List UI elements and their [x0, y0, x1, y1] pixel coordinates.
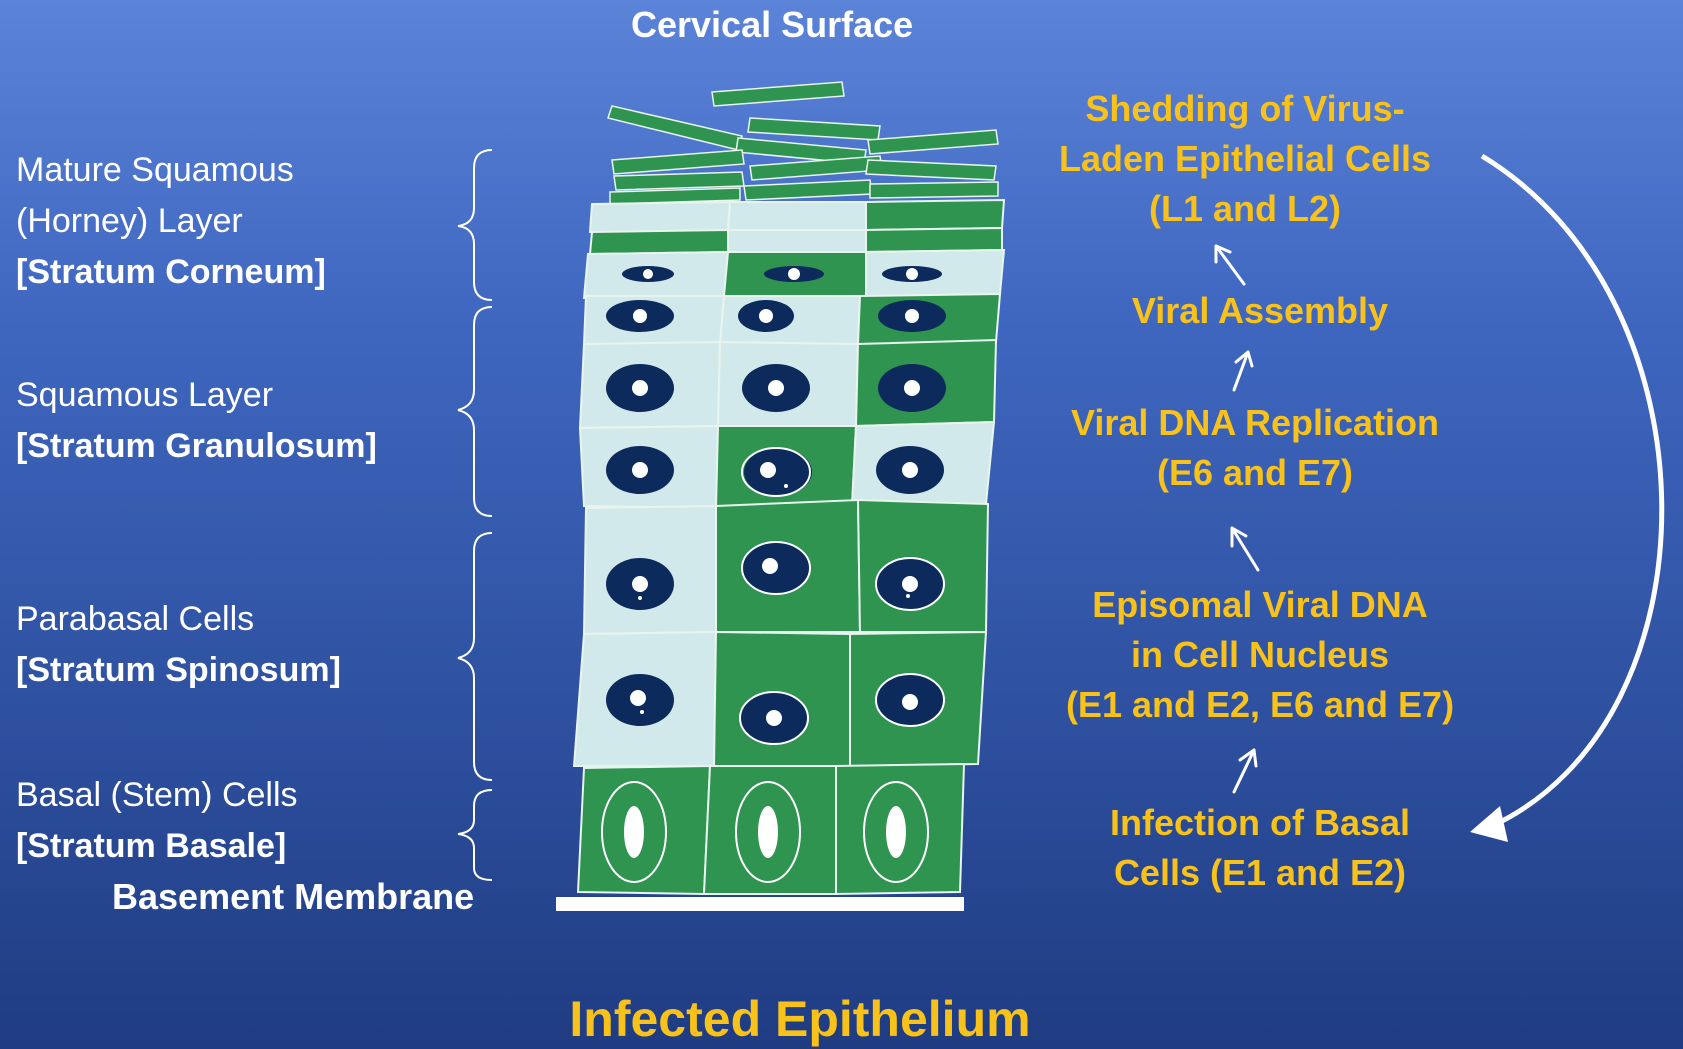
- layer-line: Squamous Layer: [16, 370, 377, 421]
- stage-line: (E6 and E7): [1000, 448, 1510, 498]
- stage-line: (L1 and L2): [1000, 184, 1490, 234]
- arrow-up-icon: [1216, 246, 1244, 284]
- stratum-name: [Stratum Basale]: [16, 821, 298, 872]
- stage-episomal: Episomal Viral DNA in Cell Nucleus (E1 a…: [1000, 580, 1520, 730]
- stage-line: in Cell Nucleus: [1000, 630, 1520, 680]
- arrow-up-icon: [1234, 352, 1252, 390]
- arrow-up-icon: [1234, 750, 1256, 792]
- brace-basale: [458, 790, 492, 880]
- layer-line: Basal (Stem) Cells: [16, 770, 298, 821]
- brace-spinosum: [458, 533, 492, 780]
- stage-line: Episomal Viral DNA: [1000, 580, 1520, 630]
- brace-corneum: [458, 150, 492, 300]
- stratum-name: [Stratum Granulosum]: [16, 421, 377, 472]
- stage-line: Viral DNA Replication: [1000, 398, 1510, 448]
- corneum-flat-cells: [590, 200, 1004, 254]
- layer-braces: [458, 150, 492, 880]
- brace-granulosum: [458, 307, 492, 516]
- stage-line: (E1 and E2, E6 and E7): [1000, 680, 1520, 730]
- stage-line: Viral Assembly: [1010, 286, 1510, 336]
- layer-line: Mature Squamous: [16, 145, 326, 196]
- stage-infection: Infection of Basal Cells (E1 and E2): [1010, 798, 1510, 898]
- arrow-up-icon: [1232, 528, 1258, 570]
- cervical-surface-label: Cervical Surface: [631, 4, 913, 46]
- layer-label-corneum: Mature Squamous (Horney) Layer [Stratum …: [16, 145, 326, 298]
- basement-membrane: [556, 897, 964, 911]
- layer-label-basale: Basal (Stem) Cells [Stratum Basale]: [16, 770, 298, 872]
- stage-assembly: Viral Assembly: [1010, 286, 1510, 336]
- layer-label-spinosum: Parabasal Cells [Stratum Spinosum]: [16, 594, 341, 696]
- stratum-name: [Stratum Corneum]: [16, 247, 326, 298]
- diagram-title: Infected Epithelium: [540, 990, 1060, 1048]
- shedding-flakes: [608, 82, 998, 204]
- layer-label-granulosum: Squamous Layer [Stratum Granulosum]: [16, 370, 377, 472]
- stage-line: Laden Epithelial Cells: [1000, 134, 1490, 184]
- stage-line: Cells (E1 and E2): [1010, 848, 1510, 898]
- layer-line: (Horney) Layer: [16, 196, 326, 247]
- stage-shedding: Shedding of Virus- Laden Epithelial Cell…: [1000, 84, 1490, 234]
- stage-line: Infection of Basal: [1010, 798, 1510, 848]
- stage-replication: Viral DNA Replication (E6 and E7): [1000, 398, 1510, 498]
- stage-line: Shedding of Virus-: [1000, 84, 1490, 134]
- basement-membrane-label: Basement Membrane: [112, 876, 474, 918]
- stratum-name: [Stratum Spinosum]: [16, 645, 341, 696]
- layer-line: Parabasal Cells: [16, 594, 341, 645]
